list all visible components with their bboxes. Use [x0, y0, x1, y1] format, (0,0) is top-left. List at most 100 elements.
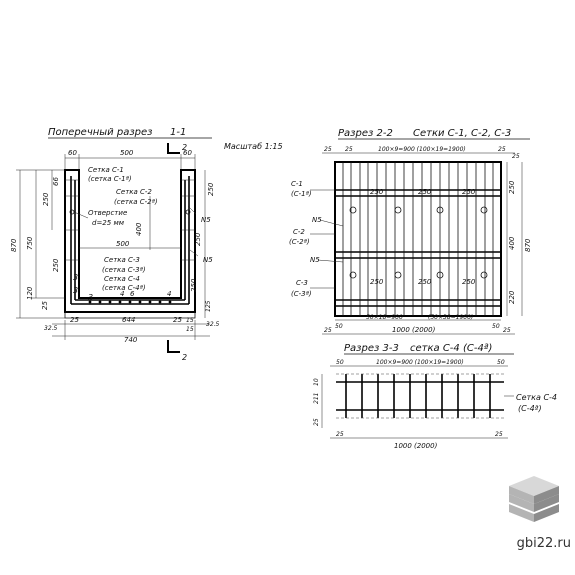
leader-n5b	[317, 259, 344, 263]
section3-subtitle: сетка С-4 (С-4ª)	[410, 343, 492, 354]
label-d25: d=25 мм	[92, 219, 125, 227]
callout-3b: 3	[73, 286, 78, 295]
dim-250-right-a: 250	[207, 182, 215, 196]
dim-bottom-25a: 25	[70, 316, 79, 324]
wall-hatch	[65, 179, 195, 261]
sec2-row-250-c: 250	[462, 188, 476, 196]
sec2-dim-1000: 1000 (2000)	[392, 326, 436, 334]
callout-3a: 3	[73, 273, 78, 282]
cross-section-1-1: Поперечный разрез 1-1 Масштаб 1:15 2 2 6…	[10, 127, 283, 362]
u-channel-outline	[64, 169, 196, 313]
label-setka2: Сетка С-2	[116, 188, 152, 196]
dim-740: 740	[124, 336, 138, 344]
sec3-dim-10: 10	[313, 378, 320, 386]
sec3-dim-25: 25	[313, 418, 320, 426]
section-2-2: Разрез 2-2 Сетки С-1, С-2, С-3 25 25 100…	[289, 128, 532, 335]
sec2-row-250-d: 250	[370, 278, 384, 286]
dim-32-5-right: 32.5	[206, 321, 220, 328]
leader-n5-lower	[189, 249, 199, 257]
cut-mark-bottom	[167, 340, 180, 353]
cut-mark-bottom-label: 2	[182, 353, 187, 362]
sec3-dim-top-50b: 50	[497, 359, 505, 366]
sec2-holes	[349, 206, 488, 279]
sec2-dim-bottom-25a: 25	[324, 327, 332, 334]
section2-subtitle: Сетки С-1, С-2, С-3	[413, 128, 511, 139]
sec2-dim-870: 870	[524, 238, 532, 252]
sec2-row-250-a: 250	[370, 188, 384, 196]
callout-3c: 3	[88, 293, 93, 302]
sec2-label-c1a: (С-1ª)	[291, 190, 312, 198]
sec2-dim-50-right: 50	[492, 323, 500, 330]
sec3-dim-1000: 1000 (2000)	[394, 442, 438, 450]
sec2-frame	[334, 161, 502, 317]
cut-mark-top	[167, 143, 180, 154]
dim-750: 750	[26, 236, 34, 250]
section1-title: Поперечный разрез	[48, 127, 152, 138]
section-3-3: Разрез 3-3 сетка С-4 (С-4ª) 50 100×9=900…	[313, 343, 557, 450]
dim-120: 120	[26, 286, 34, 300]
label-setka4a: (сетка С-4ª)	[102, 284, 146, 292]
logo-low-right	[534, 504, 559, 522]
dim-top-right: 60	[183, 149, 192, 157]
sec2-dim-top-25d: 25	[512, 153, 520, 160]
sec3-label-setka4: Сетка С-4	[516, 393, 557, 402]
logo-top-right	[534, 486, 559, 504]
sec2-dim-top-25b: 25	[345, 146, 353, 153]
label-setka3: Сетка С-3	[104, 256, 140, 264]
sec2-dim-400: 400	[508, 236, 516, 250]
sec2-dim-50x18: 50×18=900	[366, 314, 403, 321]
dim-250-left: 250	[42, 192, 50, 206]
sec3-dim-top-50a: 50	[336, 359, 344, 366]
sec2-dim-top-25a: 25	[324, 146, 332, 153]
dim-bottom-25b: 25	[173, 316, 182, 324]
sec2-dim-50-left: 50	[335, 323, 343, 330]
sec3-label-setka4a: (С-4ª)	[518, 404, 542, 413]
sec3-dim-top: 100×9=900 (100×19=1900)	[376, 359, 464, 366]
callout-4a: 4	[120, 290, 124, 298]
sec2-label-c3: С-3	[296, 279, 308, 287]
gbi-logo-icon	[509, 476, 559, 522]
dim-250-left-2: 250	[52, 258, 60, 272]
u-channel-base	[64, 312, 196, 319]
sec2-label-c2: С-2	[293, 228, 305, 236]
dim-250-right-c: 250	[190, 278, 198, 292]
section1-title-num: 1-1	[170, 127, 186, 138]
sec2-label-n5b: N5	[310, 256, 320, 264]
label-setka1: Сетка С-1	[88, 166, 124, 174]
section2-title: Разрез 2-2	[338, 128, 393, 139]
leader-n5-upper	[187, 205, 197, 215]
section3-title: Разрез 3-3	[344, 343, 399, 354]
cut-mark-top-label: 2	[182, 143, 187, 152]
label-setka2a: (сетка С-2ª)	[114, 198, 158, 206]
logo-low-left	[509, 504, 534, 522]
dim-500-inner: 500	[116, 240, 130, 248]
sec3-dim-bottom-25b: 25	[495, 431, 503, 438]
sec2-dim-top: 100×9=900 (100×19=1900)	[378, 146, 466, 153]
dim-25-left: 25	[41, 301, 49, 310]
callout-n5-lower: N5	[203, 256, 213, 264]
hole-right	[185, 209, 191, 215]
sec2-vertical-bars	[342, 162, 494, 316]
logo-mid-right	[534, 494, 559, 512]
dim-bottom-15a: 15	[186, 317, 194, 324]
sec2-row-250-f: 250	[462, 278, 476, 286]
dim-250-right-b: 250	[194, 232, 202, 246]
sec2-row-250-b: 250	[418, 188, 432, 196]
sec2-label-c1: С-1	[291, 180, 303, 188]
logo-mid-left	[509, 494, 534, 512]
label-setka1a: (сетка С-1ª)	[88, 175, 132, 183]
dim-top-left: 60	[68, 149, 77, 157]
sec2-dim-250: 250	[508, 180, 516, 194]
sec2-label-n5a: N5	[312, 216, 322, 224]
dim-32-5-left: 32.5	[44, 325, 58, 332]
dim-400: 400	[135, 222, 143, 236]
sec3-dim-211: 211	[313, 393, 320, 404]
callout-n5-upper: N5	[201, 216, 211, 224]
callout-6: 6	[130, 290, 135, 298]
sec3-dim-bottom-25a: 25	[336, 431, 344, 438]
label-setka4: Сетка С-4	[104, 275, 140, 283]
sec2-row-250-e: 250	[418, 278, 432, 286]
sec2-dim-top-25c: 25	[498, 146, 506, 153]
label-otverstie: Отверстие	[88, 209, 127, 217]
